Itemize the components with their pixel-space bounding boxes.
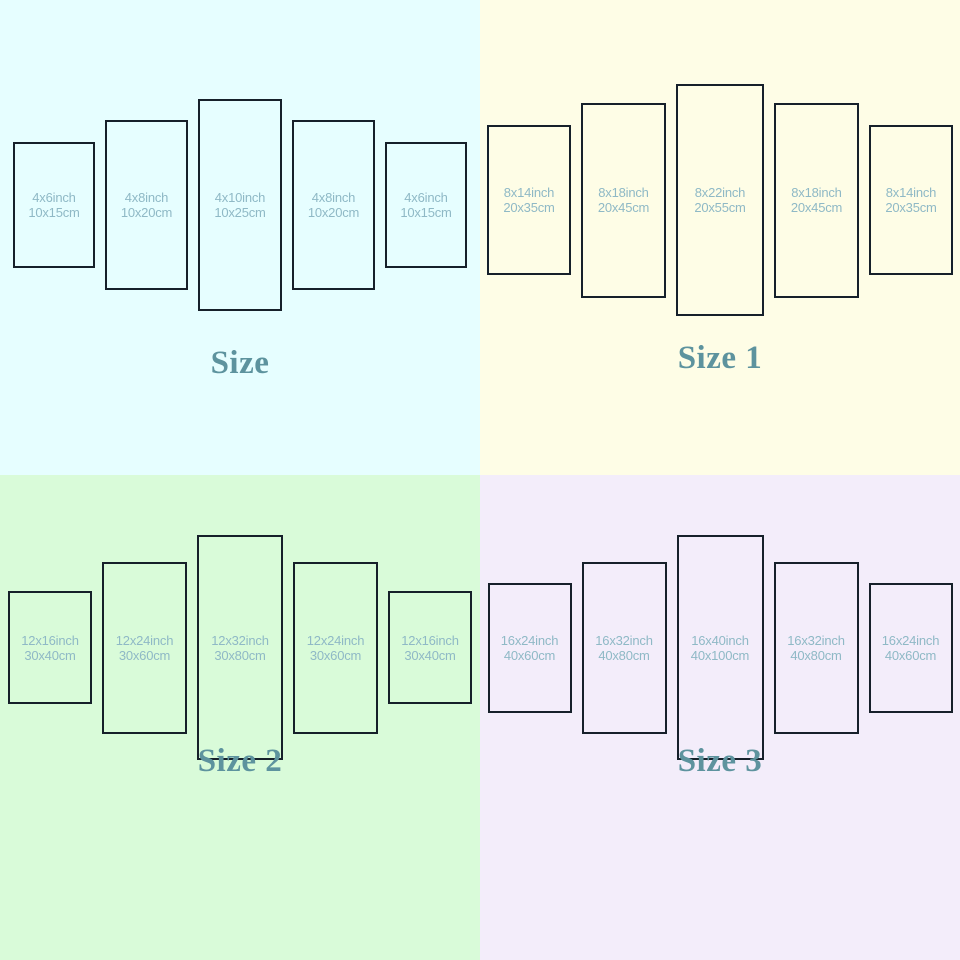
- panel-size-cm: 10x25cm: [214, 205, 266, 220]
- panel-size-inch: 12x16inch: [21, 632, 79, 648]
- panel-size-cm: 20x45cm: [597, 200, 650, 215]
- panel-size-inch: 4x6inch: [32, 190, 76, 205]
- panel-size-inch: 8x14inch: [503, 185, 555, 200]
- panel-size-cm: 30x40cm: [24, 647, 76, 663]
- panel-size-inch: 16x40inch: [691, 632, 749, 648]
- panel-size-cm: 30x60cm: [309, 647, 362, 663]
- panel-size-cm: 20x45cm: [790, 200, 843, 215]
- size-title-size-3: Size 3: [677, 743, 763, 779]
- panel-size-inch: 16x32inch: [595, 632, 653, 648]
- panel-size-cm: 40x60cm: [884, 647, 937, 663]
- panel-size-inch: 12x24inch: [115, 632, 174, 648]
- panel-size-cm: 10x20cm: [307, 205, 360, 220]
- panel-size-inch: 4x10inch: [214, 190, 266, 205]
- panel-size-cm: 30x80cm: [214, 647, 266, 663]
- panel-size-inch: 4x8inch: [124, 190, 169, 205]
- panel-size-cm: 40x60cm: [503, 647, 556, 663]
- panel-size-cm: 10x15cm: [28, 205, 80, 220]
- panel-size-cm: 30x40cm: [404, 647, 456, 663]
- panel-size-cm: 40x80cm: [790, 647, 842, 663]
- panel-size-inch: 8x18inch: [598, 185, 649, 200]
- panel-size-inch: 8x14inch: [885, 185, 937, 200]
- panel-size-cm: 20x35cm: [885, 200, 937, 215]
- panel-size-inch: 12x24inch: [306, 632, 365, 648]
- panel-size-cm: 40x100cm: [690, 647, 750, 663]
- panel-size-cm: 20x55cm: [694, 200, 746, 215]
- panel-size-cm: 40x80cm: [598, 647, 650, 663]
- panel-size-inch: 8x22inch: [694, 185, 746, 200]
- panel-size-inch: 4x6inch: [404, 190, 448, 205]
- panel-size-inch: 4x8inch: [311, 190, 356, 205]
- size-title-size-1: Size 1: [677, 340, 763, 376]
- panel-size-inch: 8x18inch: [791, 185, 842, 200]
- panel-size-cm: 20x35cm: [503, 200, 555, 215]
- panel-size-cm: 10x15cm: [400, 205, 452, 220]
- panel-size-inch: 16x32inch: [787, 632, 845, 648]
- panel-size-inch: 12x16inch: [401, 632, 459, 648]
- panel-size-inch: 16x24inch: [881, 632, 940, 648]
- panel-size-cm: 10x20cm: [120, 205, 173, 220]
- panel-size-cm: 30x60cm: [118, 647, 171, 663]
- panel-size-inch: 12x32inch: [211, 632, 269, 648]
- size-title-size-2: Size 2: [197, 743, 283, 779]
- panel-size-inch: 16x24inch: [500, 632, 559, 648]
- size-title-size: Size: [210, 345, 270, 381]
